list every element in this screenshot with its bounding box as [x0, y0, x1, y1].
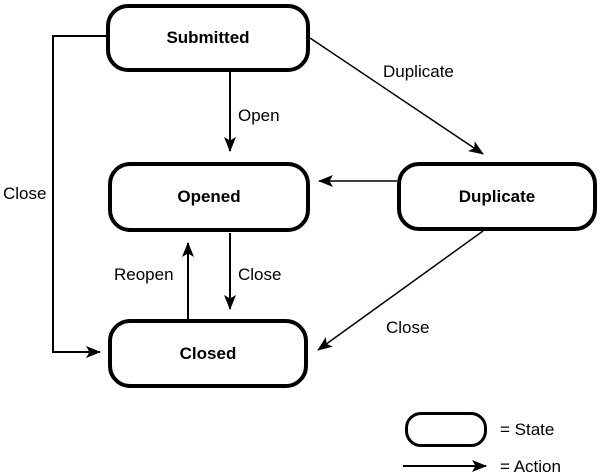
state-closed-label: Closed	[179, 343, 237, 363]
action-label-close-diagonal: Close	[386, 318, 430, 337]
state-submitted-label: Submitted	[166, 28, 250, 47]
state-closed: Closed	[108, 319, 308, 388]
state-opened-label: Opened	[177, 187, 241, 206]
action-label-reopen: Reopen	[114, 265, 174, 284]
action-label-duplicate: Duplicate	[383, 62, 454, 81]
state-opened: Opened	[108, 162, 310, 232]
state-duplicate-label: Duplicate	[458, 186, 536, 206]
arrow-submitted-to-duplicate	[309, 37, 484, 155]
legend-state-shape	[405, 412, 487, 447]
action-label-open: Open	[238, 106, 280, 125]
legend-state-label: = State	[500, 420, 555, 439]
action-label-close-left: Close	[3, 184, 47, 203]
legend-action-label: = Action	[500, 457, 561, 474]
arrow-submitted-to-closed	[52, 35, 106, 358]
state-submitted: Submitted	[106, 4, 310, 72]
state-duplicate: Duplicate	[397, 162, 597, 231]
action-label-close-middle: Close	[238, 265, 282, 284]
arrow-duplicate-to-closed	[317, 230, 484, 351]
